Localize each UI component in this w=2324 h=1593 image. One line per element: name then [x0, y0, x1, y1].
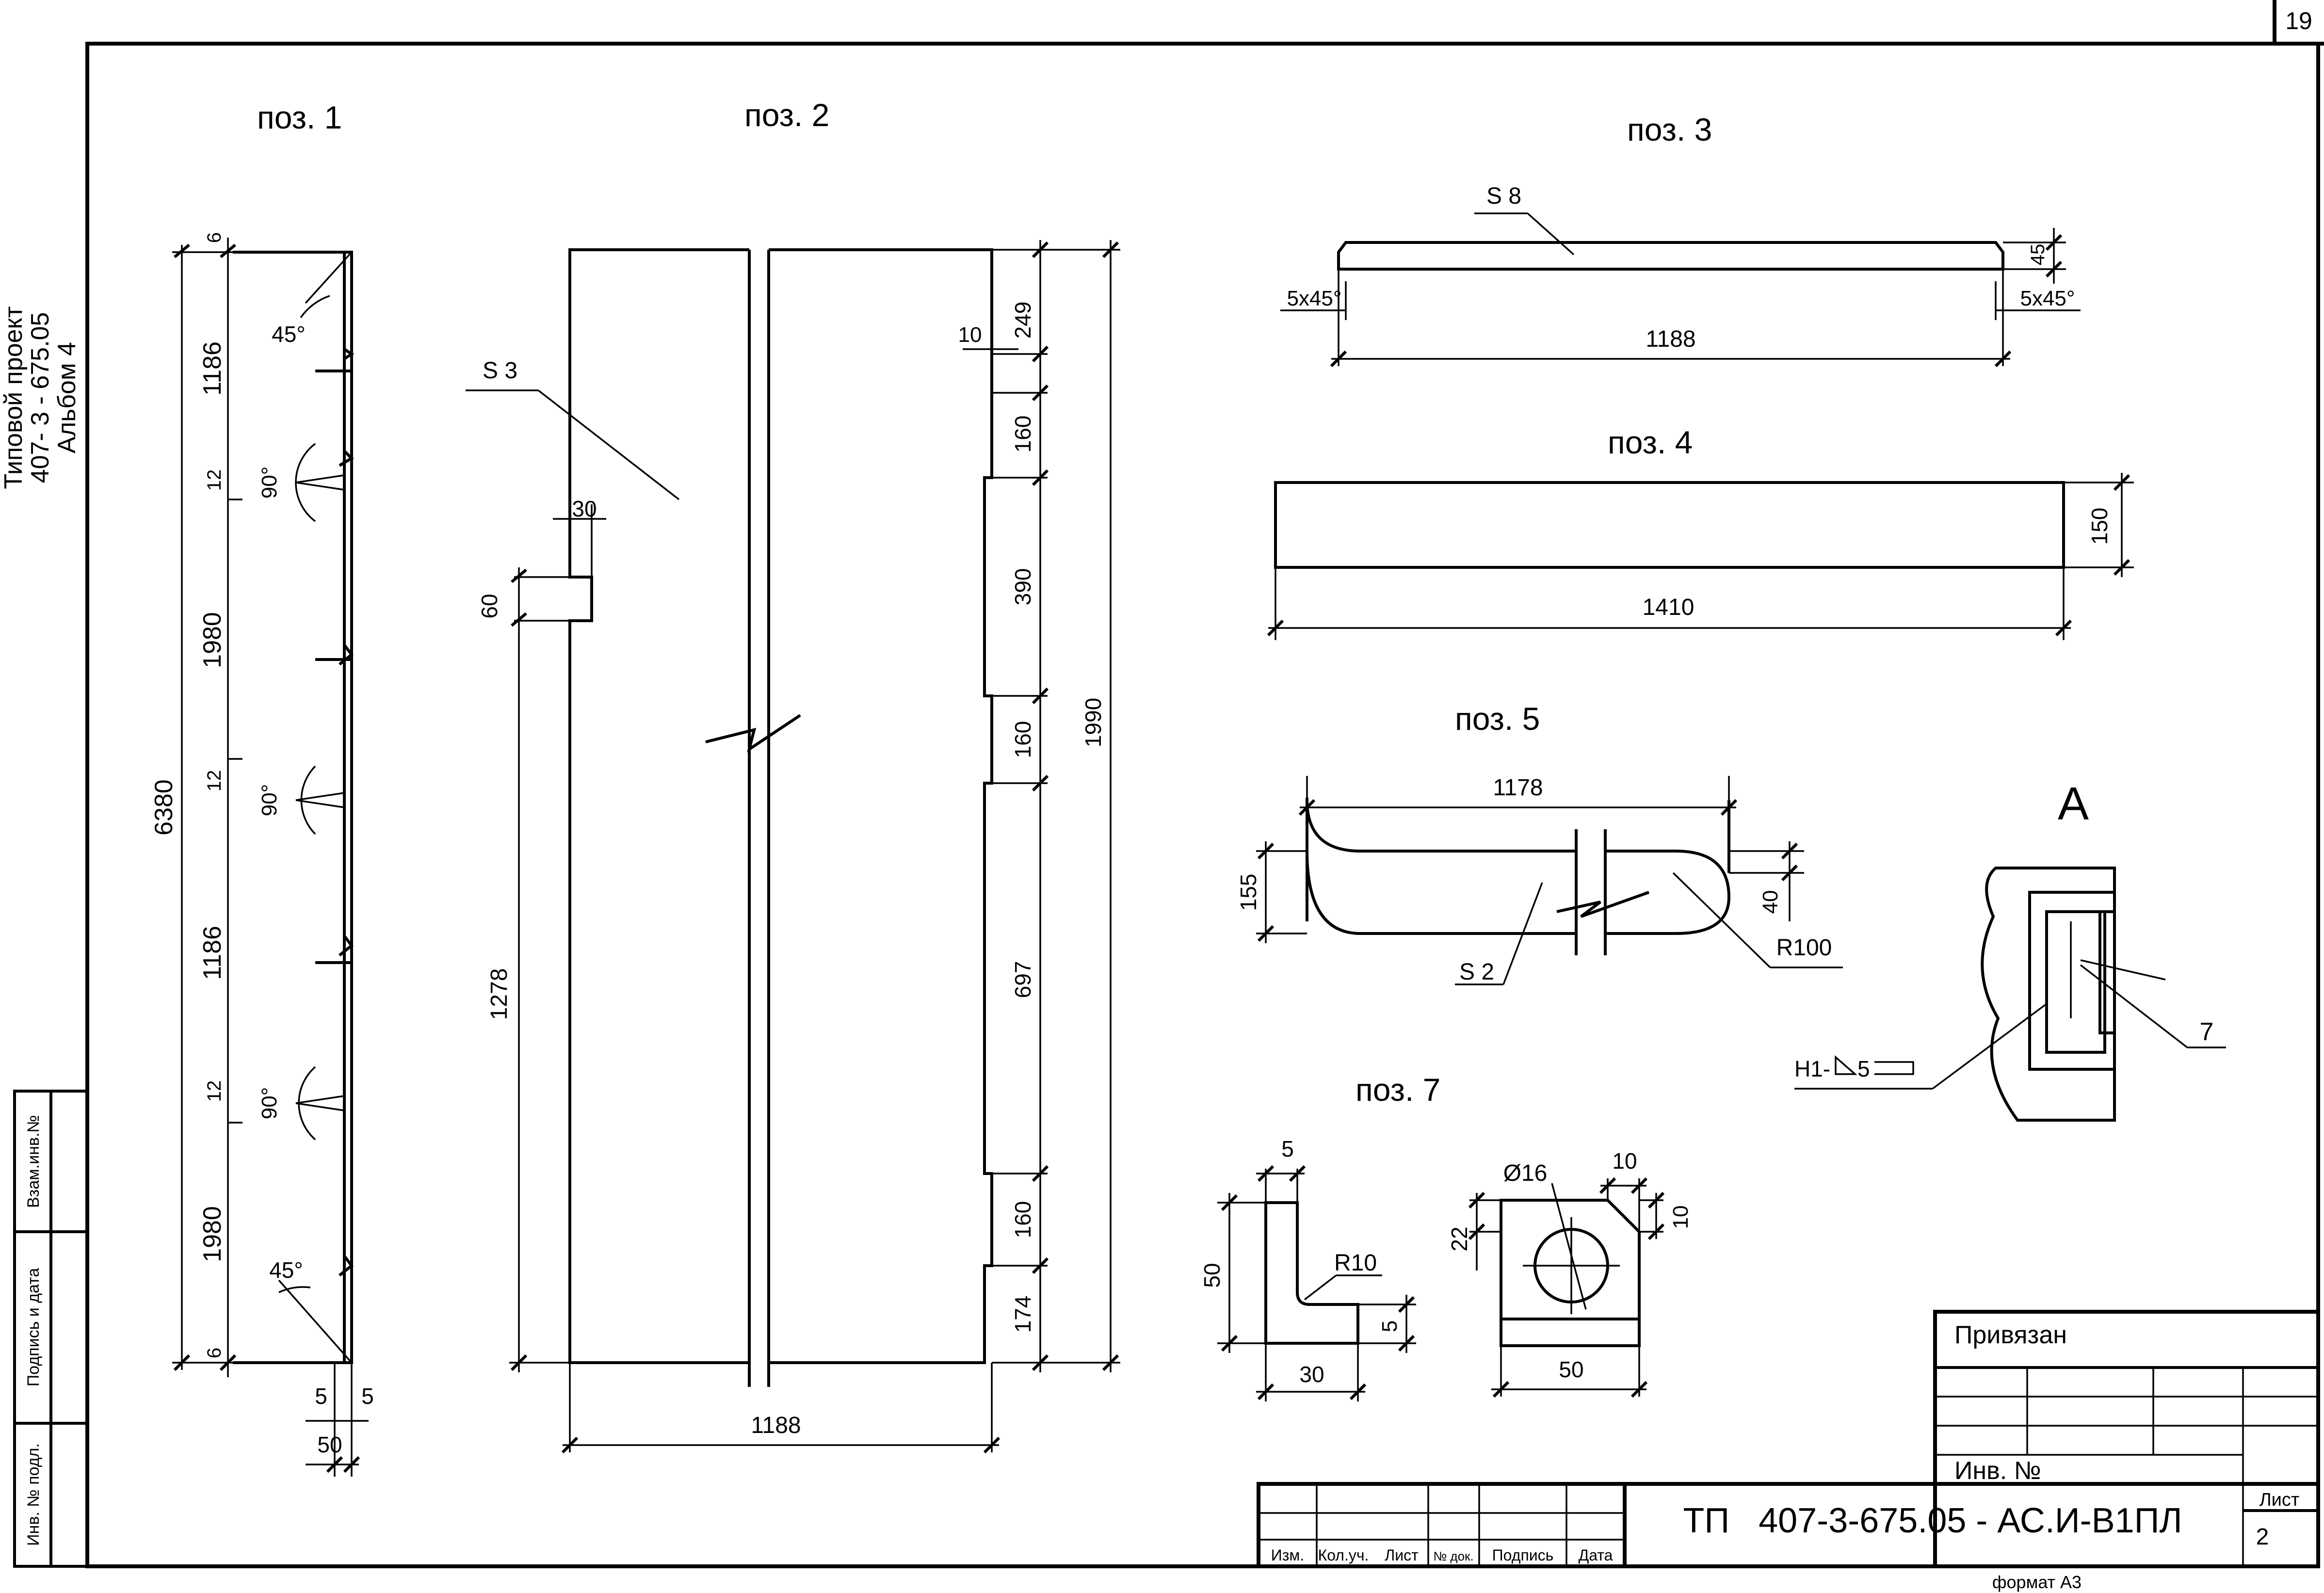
pos1-dim-s2: 1980	[198, 612, 226, 668]
view-a-weld-size: 5	[1857, 1056, 1870, 1081]
pos7-title: поз. 7	[1356, 1072, 1440, 1108]
pos2-dim-height-left: 1278	[486, 968, 512, 1020]
pos2-dim-notch-h: 60	[477, 594, 502, 618]
pos7-dim-width: 50	[1559, 1357, 1583, 1382]
col-sheet: Лист	[1385, 1546, 1419, 1564]
pos4-dim-height: 150	[2087, 508, 2112, 545]
drawing-designation: ТП 407-3-675.05 - АС.И-В1ПЛ	[1683, 1501, 2182, 1540]
pos1-dim-top: 6	[204, 232, 225, 243]
sheet-number: 2	[2256, 1524, 2269, 1550]
pos4-title: поз. 4	[1608, 424, 1693, 460]
pos2-dim-174: 174	[1010, 1296, 1035, 1333]
pos3-chamfer-left: 5х45°	[1287, 287, 1341, 310]
pos3-dim-height: 45	[2027, 244, 2049, 266]
pos1-title: поз. 1	[257, 99, 342, 135]
pos2-dim-697: 697	[1010, 961, 1035, 998]
pos2-drawing: поз. 2 S 3 30 60 1278 1188	[466, 97, 1120, 1454]
pos2-title: поз. 2	[744, 97, 829, 133]
pos7-dim-c2: 10	[1669, 1206, 1693, 1229]
pos4-drawing: поз. 4 1410 150	[1267, 424, 2134, 640]
col-signature: Подпись	[1492, 1546, 1554, 1564]
pos1-dim-w1: 5	[315, 1384, 327, 1409]
pos7-radius: R10	[1334, 1250, 1377, 1276]
inventory-label: Инв. №	[1954, 1457, 2041, 1485]
pos7-dim-22: 22	[1447, 1226, 1472, 1251]
pos7-dim-t2: 5	[1378, 1320, 1402, 1332]
sheet-format: формат А3	[1992, 1572, 2082, 1592]
pos1-dim-s1: 1186	[198, 341, 226, 396]
pos2-dim-249: 249	[1010, 302, 1035, 339]
page-number: 19	[2285, 7, 2312, 34]
col-doc: № док.	[1433, 1549, 1473, 1563]
pos7-hole: Ø16	[1503, 1160, 1548, 1186]
pos1-dim-s3: 1186	[198, 926, 226, 980]
side-label-line1: Типовой проект	[0, 306, 28, 489]
pos3-thickness: S 8	[1486, 183, 1521, 209]
pos7-dim-t: 5	[1281, 1136, 1294, 1161]
col-change: Изм.	[1271, 1546, 1305, 1564]
side-stamp: Взам.инв.№ Подпись и дата Инв. № подл.	[13, 1090, 89, 1568]
pos1-angle-top: 45°	[272, 322, 306, 347]
pos3-dim-length: 1188	[1646, 326, 1695, 352]
view-a-weld: Н1-	[1794, 1056, 1830, 1081]
sheet-frame: 19 формат А3	[85, 0, 2324, 1592]
pos1-dim-s4: 1980	[198, 1206, 226, 1262]
side-field-replacement: Взам.инв.№	[24, 1115, 43, 1208]
pos2-dim-160-1: 160	[1010, 416, 1035, 453]
pos5-radius: R100	[1776, 935, 1832, 961]
side-label-line3: Альбом 4	[53, 342, 81, 453]
side-field-signature-date: Подпись и дата	[24, 1268, 43, 1387]
side-label-line2: 407- 3 - 675.05	[26, 312, 54, 483]
pos1-dim-g2: 12	[204, 770, 225, 792]
pos1-angle-2: 90°	[258, 784, 281, 817]
pos2-dim-160-2: 160	[1010, 721, 1035, 758]
pos4-dim-length: 1410	[1643, 595, 1695, 620]
pos1-dim-width: 50	[317, 1432, 342, 1457]
pos1-dim-g3: 12	[204, 1080, 225, 1102]
bound-label: Привязан	[1954, 1321, 2067, 1349]
side-field-inventory: Инв. № подл.	[24, 1443, 43, 1546]
pos1-angle-3: 90°	[258, 1087, 281, 1120]
pos2-dim-10: 10	[958, 323, 982, 347]
pos5-dim-length: 1178	[1493, 775, 1543, 801]
pos3-chamfer-right: 5х45°	[2020, 287, 2075, 310]
pos5-dim-40: 40	[1759, 890, 1782, 914]
pos1-dim-w2: 5	[361, 1384, 374, 1409]
pos5-drawing: поз. 5 1178 155 40 R100 S 2	[1236, 701, 1843, 985]
pos2-dim-notch-w: 30	[572, 496, 597, 521]
pos2-dim-total: 1990	[1081, 698, 1106, 747]
pos2-thickness: S 3	[483, 358, 517, 384]
pos3-drawing: поз. 3 S 8 1188 5х45° 5х45° 45	[1280, 112, 2081, 368]
col-count: Кол.уч.	[1318, 1546, 1369, 1564]
pos7-drawing: поз. 7 5 50 R10 5 30 Ø16	[1199, 1072, 1693, 1401]
pos5-thickness: S 2	[1459, 959, 1494, 985]
pos1-dim-bottom: 6	[204, 1348, 225, 1358]
pos1-drawing: поз. 1	[150, 99, 374, 1477]
pos5-title: поз. 5	[1455, 701, 1540, 737]
pos7-dim-h: 50	[1199, 1263, 1225, 1287]
pos1-angle-1: 90°	[258, 467, 281, 499]
pos7-dim-w: 30	[1299, 1362, 1324, 1387]
pos1-dim-total: 6380	[150, 779, 178, 836]
pos2-dim-width: 1188	[751, 1413, 801, 1438]
pos2-dim-160-3: 160	[1010, 1201, 1035, 1239]
view-a-drawing: А 7 Н1- 5	[1794, 778, 2226, 1122]
title-block: Привязан Инв. № Изм. Кол.уч. Лист № док.…	[1257, 1310, 2320, 1568]
view-a-title: А	[2058, 778, 2089, 830]
pos1-angle-bottom: 45°	[269, 1257, 303, 1283]
pos1-dim-g1: 12	[204, 469, 225, 491]
pos2-dim-390: 390	[1010, 568, 1035, 606]
col-date: Дата	[1579, 1546, 1613, 1564]
view-a-callout: 7	[2200, 1018, 2214, 1046]
pos3-title: поз. 3	[1627, 112, 1712, 147]
side-label: Типовой проект 407- 3 - 675.05 Альбом 4	[0, 306, 81, 489]
pos5-dim-height: 155	[1236, 874, 1261, 911]
pos7-dim-c1: 10	[1612, 1148, 1637, 1174]
sheet-label: Лист	[2259, 1490, 2300, 1510]
